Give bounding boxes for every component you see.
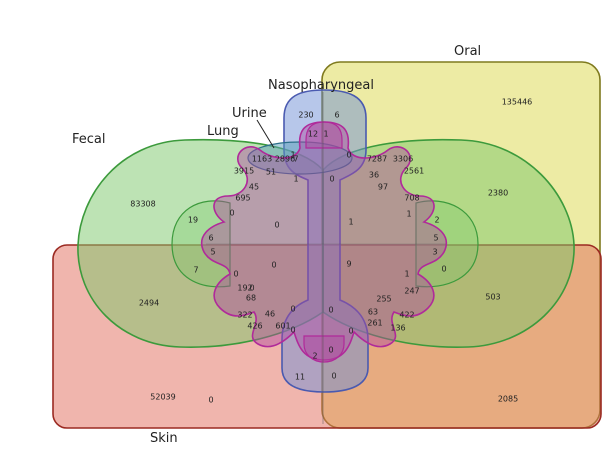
region-count-r-7-l: 7 xyxy=(193,266,198,275)
region-count-r-0-b: 0 xyxy=(329,175,334,184)
region-count-oral-only: 135446 xyxy=(502,98,533,107)
region-count-r-0-m: 0 xyxy=(328,346,333,355)
region-count-r-708: 708 xyxy=(404,194,419,203)
region-count-fecal-only: 83308 xyxy=(130,200,155,209)
region-count-r-0-c: 0 xyxy=(229,209,234,218)
region-count-r-0-h: 0 xyxy=(249,284,254,293)
region-count-r-3915: 3915 xyxy=(234,167,254,176)
region-count-r-46: 46 xyxy=(265,310,275,319)
region-count-r-51: 51 xyxy=(266,168,276,177)
region-count-r-3306: 3306 xyxy=(393,155,413,164)
lung-top-petal xyxy=(305,121,343,149)
region-count-r-322: 322 xyxy=(237,311,252,320)
region-count-r-2561: 2561 xyxy=(404,167,424,176)
region-count-r-0-d: 0 xyxy=(274,221,279,230)
region-count-r-0-i: 0 xyxy=(290,305,295,314)
lung-set xyxy=(200,121,448,361)
region-count-r-0-a: 0 xyxy=(346,151,351,160)
region-count-r-1163: 1163 xyxy=(252,155,272,164)
region-count-r-1-c: 1 xyxy=(293,175,298,184)
region-count-r-136: 136 xyxy=(390,324,405,333)
region-count-r-9: 9 xyxy=(346,260,351,269)
region-count-r-19: 19 xyxy=(188,216,198,225)
region-count-r-0-f: 0 xyxy=(233,270,238,279)
region-count-r-97: 97 xyxy=(378,183,388,192)
fecal-set-right xyxy=(322,138,575,348)
region-count-r-230: 230 xyxy=(298,111,313,120)
region-count-r-503: 503 xyxy=(485,293,500,302)
region-count-r-1-e: 1 xyxy=(348,218,353,227)
region-count-r-0-n: 0 xyxy=(208,396,213,405)
region-count-r-3-r: 3 xyxy=(432,248,437,257)
region-count-r-1-top: 1 xyxy=(323,130,328,139)
region-count-r-5-r: 5 xyxy=(433,234,438,243)
region-count-r-695: 695 xyxy=(235,194,250,203)
urine-label: Urine xyxy=(232,106,267,121)
region-count-r-0-o: 0 xyxy=(331,372,336,381)
nasopharyngeal-label: Nasopharyngeal xyxy=(268,78,374,93)
region-count-r-192: 192 xyxy=(237,284,252,293)
region-count-r-0-j: 0 xyxy=(328,306,333,315)
region-count-r-7: 7 xyxy=(293,155,298,164)
region-count-r-261: 261 xyxy=(367,319,382,328)
region-count-r-1-d: 1 xyxy=(406,210,411,219)
region-count-skin-only: 52039 xyxy=(150,393,175,402)
region-count-r-7287: 7287 xyxy=(367,155,387,164)
region-count-r-11: 11 xyxy=(295,373,305,382)
region-count-r-45: 45 xyxy=(249,183,259,192)
region-count-r-0-k: 0 xyxy=(290,326,295,335)
region-count-r-2: 2 xyxy=(434,216,439,225)
region-count-r-255: 255 xyxy=(376,295,391,304)
skin-label: Skin xyxy=(150,431,178,446)
region-count-r-0-l: 0 xyxy=(348,327,353,336)
region-count-r-601: 601 xyxy=(275,322,290,331)
region-count-r-12: 12 xyxy=(308,130,318,139)
region-count-r-2085: 2085 xyxy=(498,395,518,404)
region-count-r-0-g: 0 xyxy=(441,265,446,274)
region-count-r-5-l: 5 xyxy=(210,248,215,257)
region-count-r-1-f: 1 xyxy=(404,270,409,279)
region-count-r-63: 63 xyxy=(368,308,378,317)
region-count-r-2-b: 2 xyxy=(312,352,317,361)
region-count-r-68: 68 xyxy=(246,294,256,303)
fecal-label: Fecal xyxy=(72,132,106,147)
urine-pointer-line xyxy=(256,119,275,149)
lung-bottom-petal xyxy=(303,335,345,363)
region-count-r-2380: 2380 xyxy=(488,189,508,198)
region-count-r-426: 426 xyxy=(247,322,262,331)
region-count-r-2896: 2896 xyxy=(275,155,295,164)
region-count-r-247: 247 xyxy=(404,287,419,296)
lung-label: Lung xyxy=(207,124,239,139)
oral-label: Oral xyxy=(454,44,481,59)
region-count-r-422: 422 xyxy=(399,311,414,320)
region-count-r-6-top: 6 xyxy=(334,111,339,120)
region-count-r-36: 36 xyxy=(369,171,379,180)
region-count-r-2494: 2494 xyxy=(139,299,159,308)
fecal-set-left xyxy=(77,138,324,348)
region-count-r-6-l: 6 xyxy=(208,234,213,243)
region-count-r-1-b: 1 xyxy=(290,151,295,160)
region-count-r-0-e: 0 xyxy=(271,261,276,270)
